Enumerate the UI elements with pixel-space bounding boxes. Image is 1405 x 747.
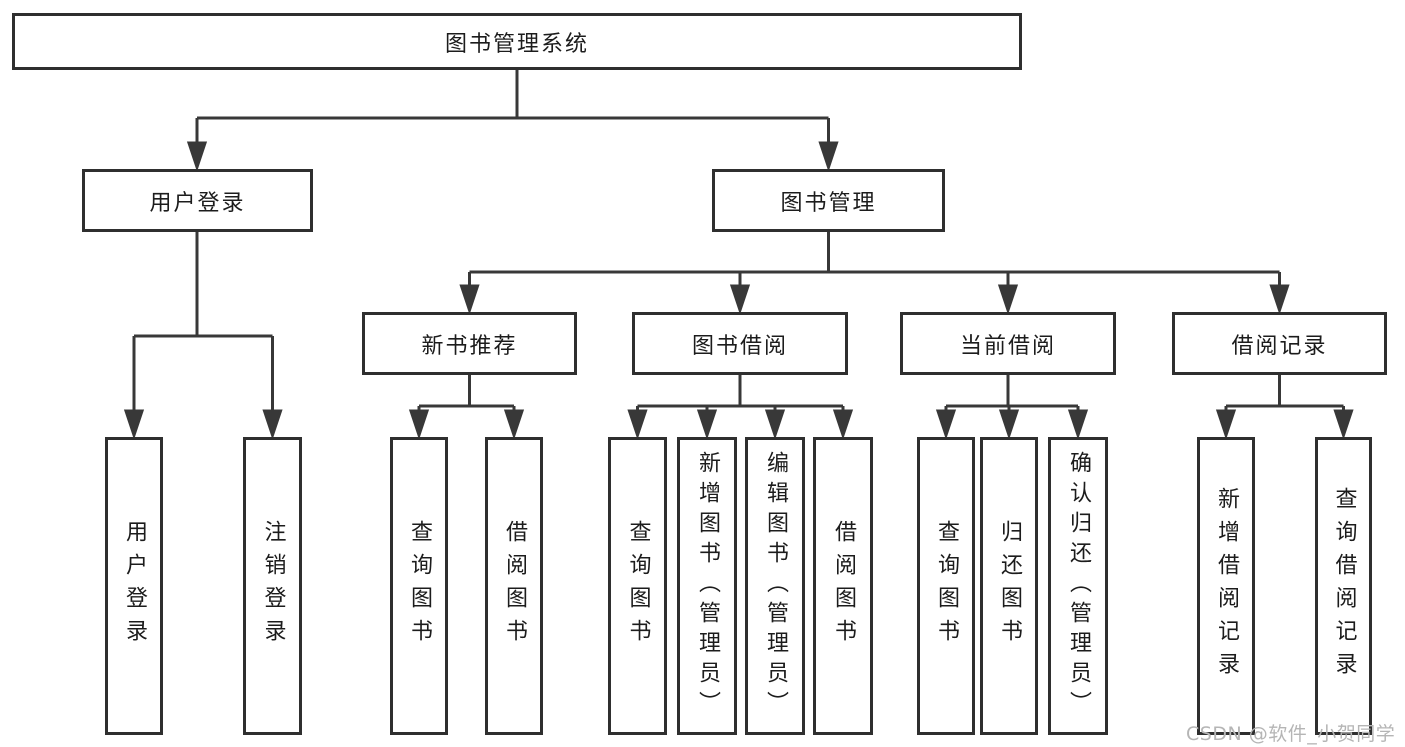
node-leaf-borrow-books-borrowing-label: 借阅图书 — [831, 520, 856, 652]
node-leaf-confirm-return-admin: 确认归还（管理员） — [1048, 437, 1108, 735]
node-leaf-add-borrow-record-label: 新增借阅记录 — [1214, 487, 1239, 685]
node-library-management-system-label: 图书管理系统 — [444, 31, 589, 57]
node-leaf-return-books: 归还图书 — [980, 437, 1038, 735]
node-leaf-query-books-borrowing-label: 查询图书 — [625, 520, 651, 652]
node-leaf-add-borrow-record: 新增借阅记录 — [1197, 437, 1255, 735]
node-leaf-logout: 注销登录 — [243, 437, 302, 735]
node-leaf-edit-books-admin: 编辑图书（管理员） — [745, 437, 805, 735]
node-book-management-label: 图书管理 — [780, 190, 877, 216]
node-leaf-return-books-label: 归还图书 — [997, 520, 1022, 652]
node-leaf-borrow-books-recommend: 借阅图书 — [485, 437, 543, 735]
node-leaf-user-login: 用户登录 — [105, 437, 163, 735]
node-leaf-query-books-recommend-label: 查询图书 — [407, 520, 432, 652]
node-leaf-query-books-current-label: 查询图书 — [934, 520, 959, 652]
node-current-borrowing: 当前借阅 — [900, 312, 1116, 375]
node-book-borrowing: 图书借阅 — [632, 312, 848, 375]
node-leaf-edit-books-admin-label: 编辑图书（管理员） — [763, 451, 788, 721]
node-leaf-borrow-books-borrowing: 借阅图书 — [813, 437, 873, 735]
node-new-book-recommend: 新书推荐 — [362, 312, 577, 375]
node-book-borrowing-label: 图书借阅 — [691, 333, 788, 359]
node-borrowing-records: 借阅记录 — [1172, 312, 1387, 375]
node-leaf-confirm-return-admin-label: 确认归还（管理员） — [1066, 451, 1091, 721]
node-leaf-query-borrow-record: 查询借阅记录 — [1315, 437, 1372, 735]
node-leaf-query-books-current: 查询图书 — [917, 437, 975, 735]
node-user-login-label: 用户登录 — [149, 190, 246, 216]
node-leaf-query-borrow-record-label: 查询借阅记录 — [1331, 487, 1357, 685]
node-library-management-system: 图书管理系统 — [12, 13, 1022, 70]
node-leaf-borrow-books-recommend-label: 借阅图书 — [502, 520, 527, 652]
node-leaf-add-books-admin: 新增图书（管理员） — [677, 437, 737, 735]
csdn-watermark: CSDN @软件_小贺同学 — [1186, 723, 1396, 745]
node-book-management: 图书管理 — [712, 169, 945, 232]
node-new-book-recommend-label: 新书推荐 — [421, 333, 518, 359]
node-leaf-user-login-label: 用户登录 — [122, 520, 147, 652]
node-leaf-add-books-admin-label: 新增图书（管理员） — [695, 451, 720, 721]
node-current-borrowing-label: 当前借阅 — [959, 333, 1056, 359]
node-leaf-query-books-recommend: 查询图书 — [390, 437, 448, 735]
node-user-login: 用户登录 — [82, 169, 313, 232]
node-leaf-logout-label: 注销登录 — [260, 520, 286, 652]
node-leaf-query-books-borrowing: 查询图书 — [608, 437, 667, 735]
node-borrowing-records-label: 借阅记录 — [1231, 333, 1328, 359]
